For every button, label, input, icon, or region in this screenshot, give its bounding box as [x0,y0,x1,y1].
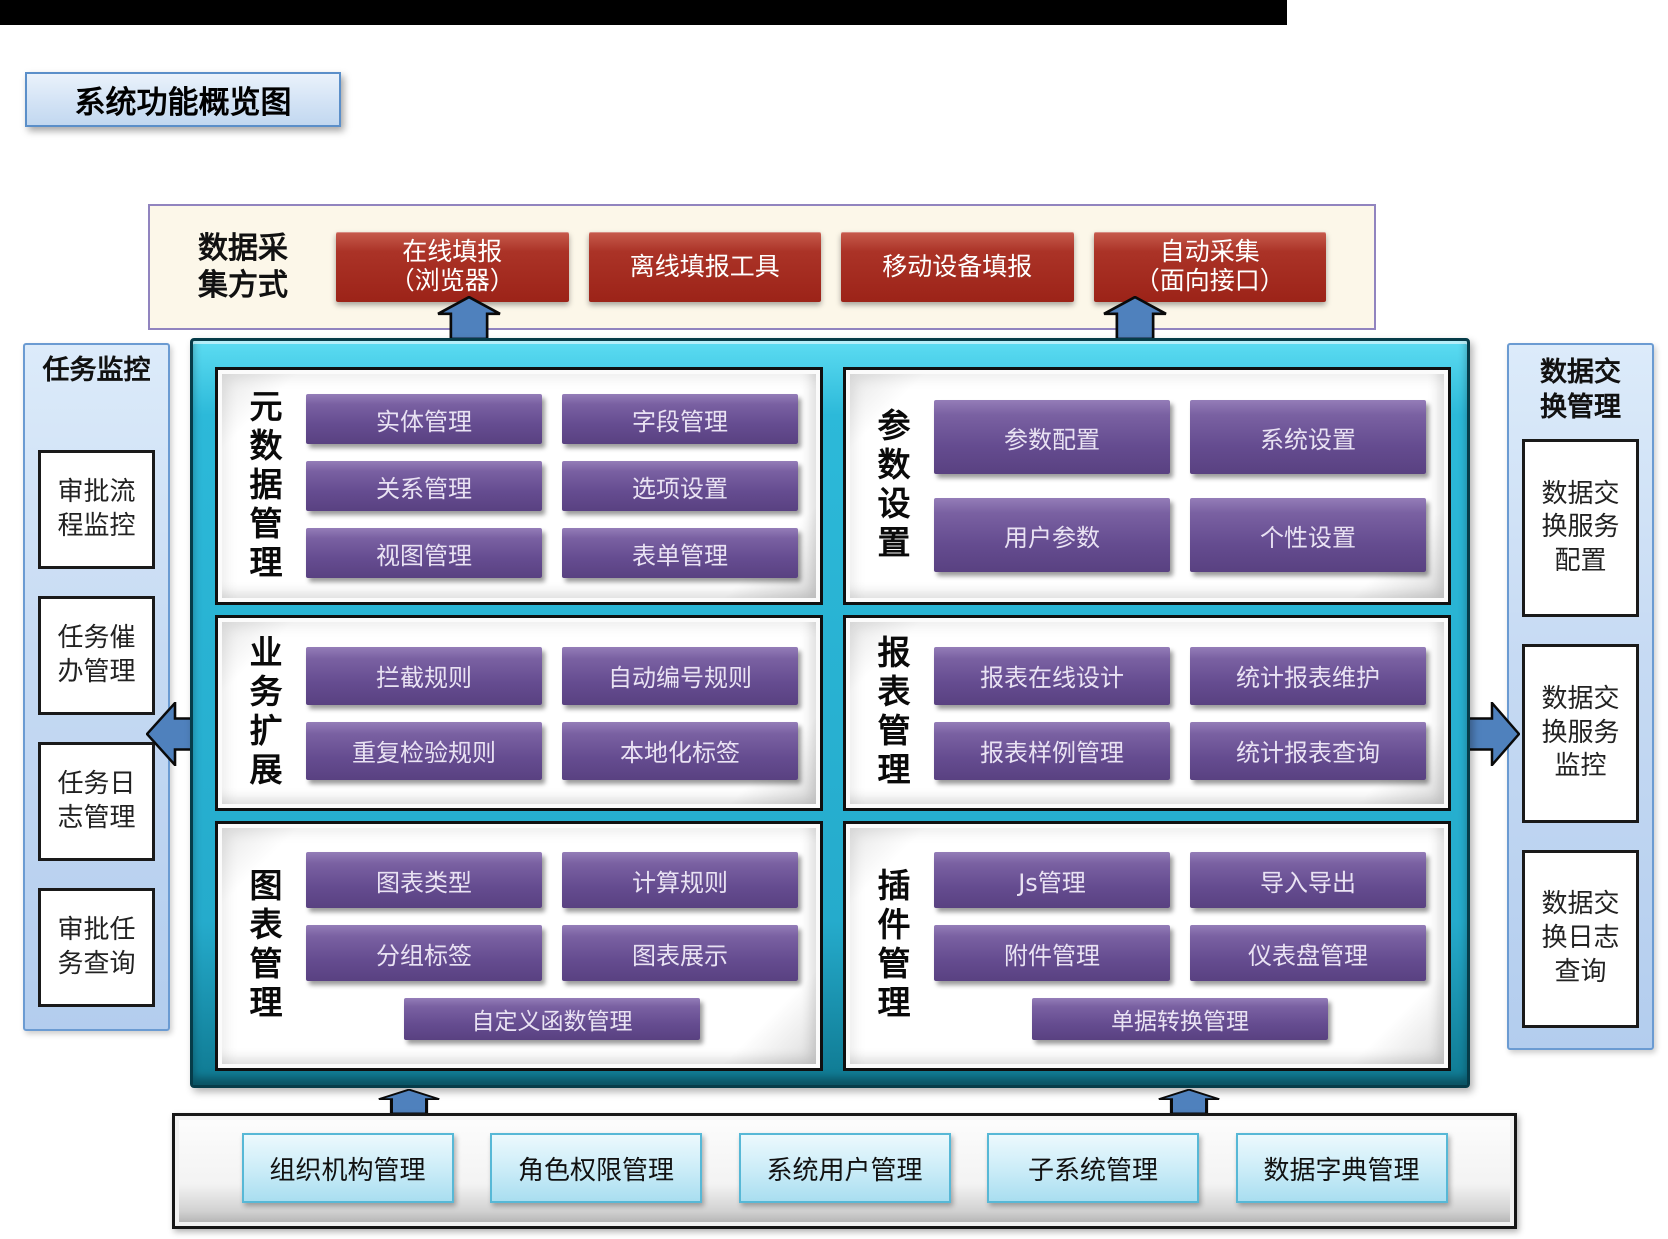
panel-button: 用户参数 [934,498,1170,572]
system-user-node: 系统用户管理 [738,1133,951,1203]
plugin-panel: 插件管理 Js管理 导入导出 附件管理 仪表盘管理 单据转换管理 [843,821,1451,1071]
data-collection-panel: 数据采 集方式 在线填报 （浏览器） 离线填报工具 移动设备填报 自动采集 （面… [148,204,1376,330]
panel-button: 表单管理 [562,528,798,578]
org-structure-node: 组织机构管理 [241,1133,454,1203]
up-arrow-icon [1103,296,1167,340]
panel-button: 自动编号规则 [562,646,798,705]
top-black-bar [0,0,1287,25]
panel-button: Js管理 [934,852,1170,908]
panel-button: 重复检验规则 [306,721,542,780]
report-panel-title: 报表管理 [872,635,911,791]
panel-button: 报表在线设计 [934,646,1170,705]
parameter-panel-title: 参数设置 [872,408,911,564]
auto-collect-node: 自动采集 （面向接口） [1093,232,1326,302]
role-permission-node: 角色权限管理 [490,1133,702,1203]
right-arrow-icon [1464,702,1520,766]
panel-button: 视图管理 [306,528,542,578]
online-reporting-node: 在线填报 （浏览器） [336,232,569,302]
panel-button: 个性设置 [1190,498,1426,572]
panel-button: 字段管理 [562,394,798,444]
parameter-buttons: 参数配置 系统设置 用户参数 个性设置 [930,380,1430,592]
panel-button: 选项设置 [562,461,798,511]
panel-button: 计算规则 [562,852,798,908]
chart-panel-title: 图表管理 [244,868,283,1024]
up-arrow-icon [378,1089,440,1114]
panel-button: 分组标签 [306,925,542,981]
title-box: 系统功能概览图 [25,72,341,127]
business-extension-panel: 业务扩展 拦截规则 自动编号规则 重复检验规则 本地化标签 [215,615,823,811]
subsystem-node: 子系统管理 [987,1133,1199,1203]
approval-flow-monitor-node: 审批流 程监控 [38,450,155,570]
approval-task-query-node: 审批任 务查询 [38,888,155,1008]
exchange-service-config-node: 数据交 换服务 配置 [1522,439,1639,618]
up-arrow-icon [1158,1089,1220,1114]
panel-button: 统计报表维护 [1190,646,1426,705]
collection-label: 数据采 集方式 [198,230,288,304]
panel-button: 附件管理 [934,925,1170,981]
report-panel: 报表管理 报表在线设计 统计报表维护 报表样例管理 统计报表查询 [843,615,1451,811]
report-buttons: 报表在线设计 统计报表维护 报表样例管理 统计报表查询 [930,628,1430,798]
offline-tool-node: 离线填报工具 [588,232,821,302]
panel-button: 关系管理 [306,461,542,511]
panel-button: 图表展示 [562,925,798,981]
panel-button: 系统设置 [1190,400,1426,474]
metadata-panel: 元数据管理 实体管理 字段管理 关系管理 选项设置 视图管理 表单管理 [215,367,823,605]
panel-button: 图表类型 [306,852,542,908]
panel-button: 报表样例管理 [934,721,1170,780]
panel-button: 拦截规则 [306,646,542,705]
plugin-panel-title: 插件管理 [872,868,911,1024]
up-arrow-icon [437,296,501,340]
task-log-node: 任务日 志管理 [38,742,155,862]
exchange-log-query-node: 数据交 换日志 查询 [1522,849,1639,1028]
metadata-panel-title: 元数据管理 [244,388,283,584]
panel-button: 导入导出 [1190,852,1426,908]
exchange-service-monitor-node: 数据交 换服务 监控 [1522,644,1639,823]
chart-panel: 图表管理 图表类型 计算规则 分组标签 图表展示 自定义函数管理 [215,821,823,1071]
plugin-buttons: Js管理 导入导出 附件管理 仪表盘管理 单据转换管理 [930,834,1430,1058]
panel-button: 参数配置 [934,400,1170,474]
data-exchange-panel: 数据交 换管理 数据交 换服务 配置 数据交 换服务 监控 数据交 换日志 查询 [1507,343,1654,1050]
metadata-buttons: 实体管理 字段管理 关系管理 选项设置 视图管理 表单管理 [302,380,802,592]
task-monitor-panel: 任务监控 审批流 程监控 任务催 办管理 任务日 志管理 审批任 务查询 [23,343,170,1031]
panel-button: 仪表盘管理 [1190,925,1426,981]
panel-button: 实体管理 [306,394,542,444]
data-exchange-title: 数据交 换管理 [1540,357,1621,424]
task-monitor-title: 任务监控 [42,355,151,386]
panel-button: 本地化标签 [562,721,798,780]
mobile-device-node: 移动设备填报 [841,232,1074,302]
panel-button-wide: 自定义函数管理 [404,998,700,1040]
panel-button-wide: 单据转换管理 [1032,998,1328,1040]
business-extension-panel-title: 业务扩展 [244,635,283,791]
chart-buttons: 图表类型 计算规则 分组标签 图表展示 自定义函数管理 [302,834,802,1058]
panel-button: 统计报表查询 [1190,721,1426,780]
parameter-panel: 参数设置 参数配置 系统设置 用户参数 个性设置 [843,367,1451,605]
business-extension-buttons: 拦截规则 自动编号规则 重复检验规则 本地化标签 [302,628,802,798]
task-reminder-node: 任务催 办管理 [38,596,155,716]
data-dictionary-node: 数据字典管理 [1235,1133,1448,1203]
page-title: 系统功能概览图 [74,85,292,121]
system-base-panel: 组织机构管理 角色权限管理 系统用户管理 子系统管理 数据字典管理 [172,1113,1517,1229]
core-function-container: 元数据管理 实体管理 字段管理 关系管理 选项设置 视图管理 表单管理 参数设置… [190,338,1470,1088]
